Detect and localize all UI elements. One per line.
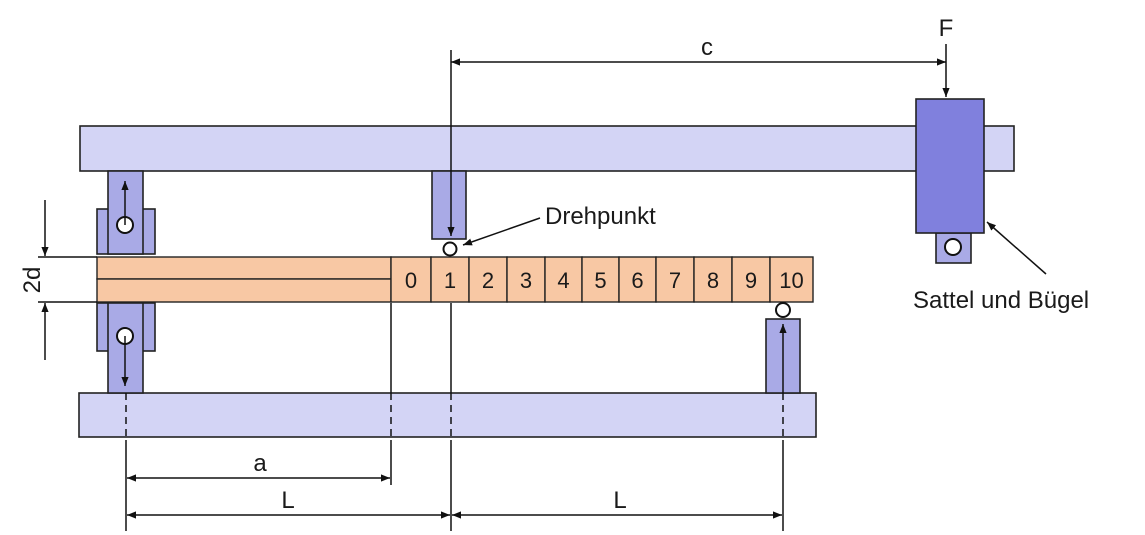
dimension-c-label: c bbox=[701, 34, 713, 61]
bracket-pin bbox=[944, 238, 962, 256]
saddle bbox=[915, 98, 985, 234]
pivot-point bbox=[442, 241, 458, 257]
pivot-pointer bbox=[462, 217, 541, 246]
specimen-upper-layer bbox=[96, 256, 392, 280]
dimension-L-right-label: L bbox=[613, 487, 626, 514]
scale-cell bbox=[655, 256, 695, 303]
scale-cell bbox=[731, 256, 771, 303]
scale-cell bbox=[390, 256, 432, 303]
scale-number: 5 bbox=[594, 268, 606, 293]
scale-number: 10 bbox=[779, 268, 803, 293]
dimension-L-left-label: L bbox=[281, 487, 294, 514]
scale-cell bbox=[693, 256, 733, 303]
dimension-a-label: a bbox=[253, 450, 267, 477]
saddle-label: Sattel und Bügel bbox=[913, 287, 1089, 314]
scale-number: 4 bbox=[557, 268, 569, 293]
scale-number: 8 bbox=[707, 268, 719, 293]
thickness-label: 2d bbox=[19, 267, 46, 294]
scale-number: 7 bbox=[669, 268, 681, 293]
scale-number: 2 bbox=[482, 268, 494, 293]
scale-cell bbox=[618, 256, 657, 303]
force-label: F bbox=[939, 15, 954, 42]
scale-cell bbox=[468, 256, 508, 303]
scale-number: 9 bbox=[745, 268, 757, 293]
scale-number: 3 bbox=[520, 268, 532, 293]
pivot-post bbox=[431, 170, 467, 240]
pivot-label: Drehpunkt bbox=[545, 203, 656, 230]
scale-cell bbox=[581, 256, 620, 303]
scale-number: 6 bbox=[631, 268, 643, 293]
lower-beam bbox=[78, 392, 817, 438]
scale-cell bbox=[506, 256, 546, 303]
right-support-point bbox=[775, 302, 791, 318]
scale-cell bbox=[430, 256, 470, 303]
scale-number: 0 bbox=[405, 268, 417, 293]
specimen-lower-layer bbox=[96, 278, 392, 303]
upper-beam bbox=[79, 125, 1015, 172]
scale-number: 1 bbox=[444, 268, 456, 293]
scale-cell bbox=[769, 256, 814, 303]
saddle-pointer bbox=[986, 221, 1047, 275]
